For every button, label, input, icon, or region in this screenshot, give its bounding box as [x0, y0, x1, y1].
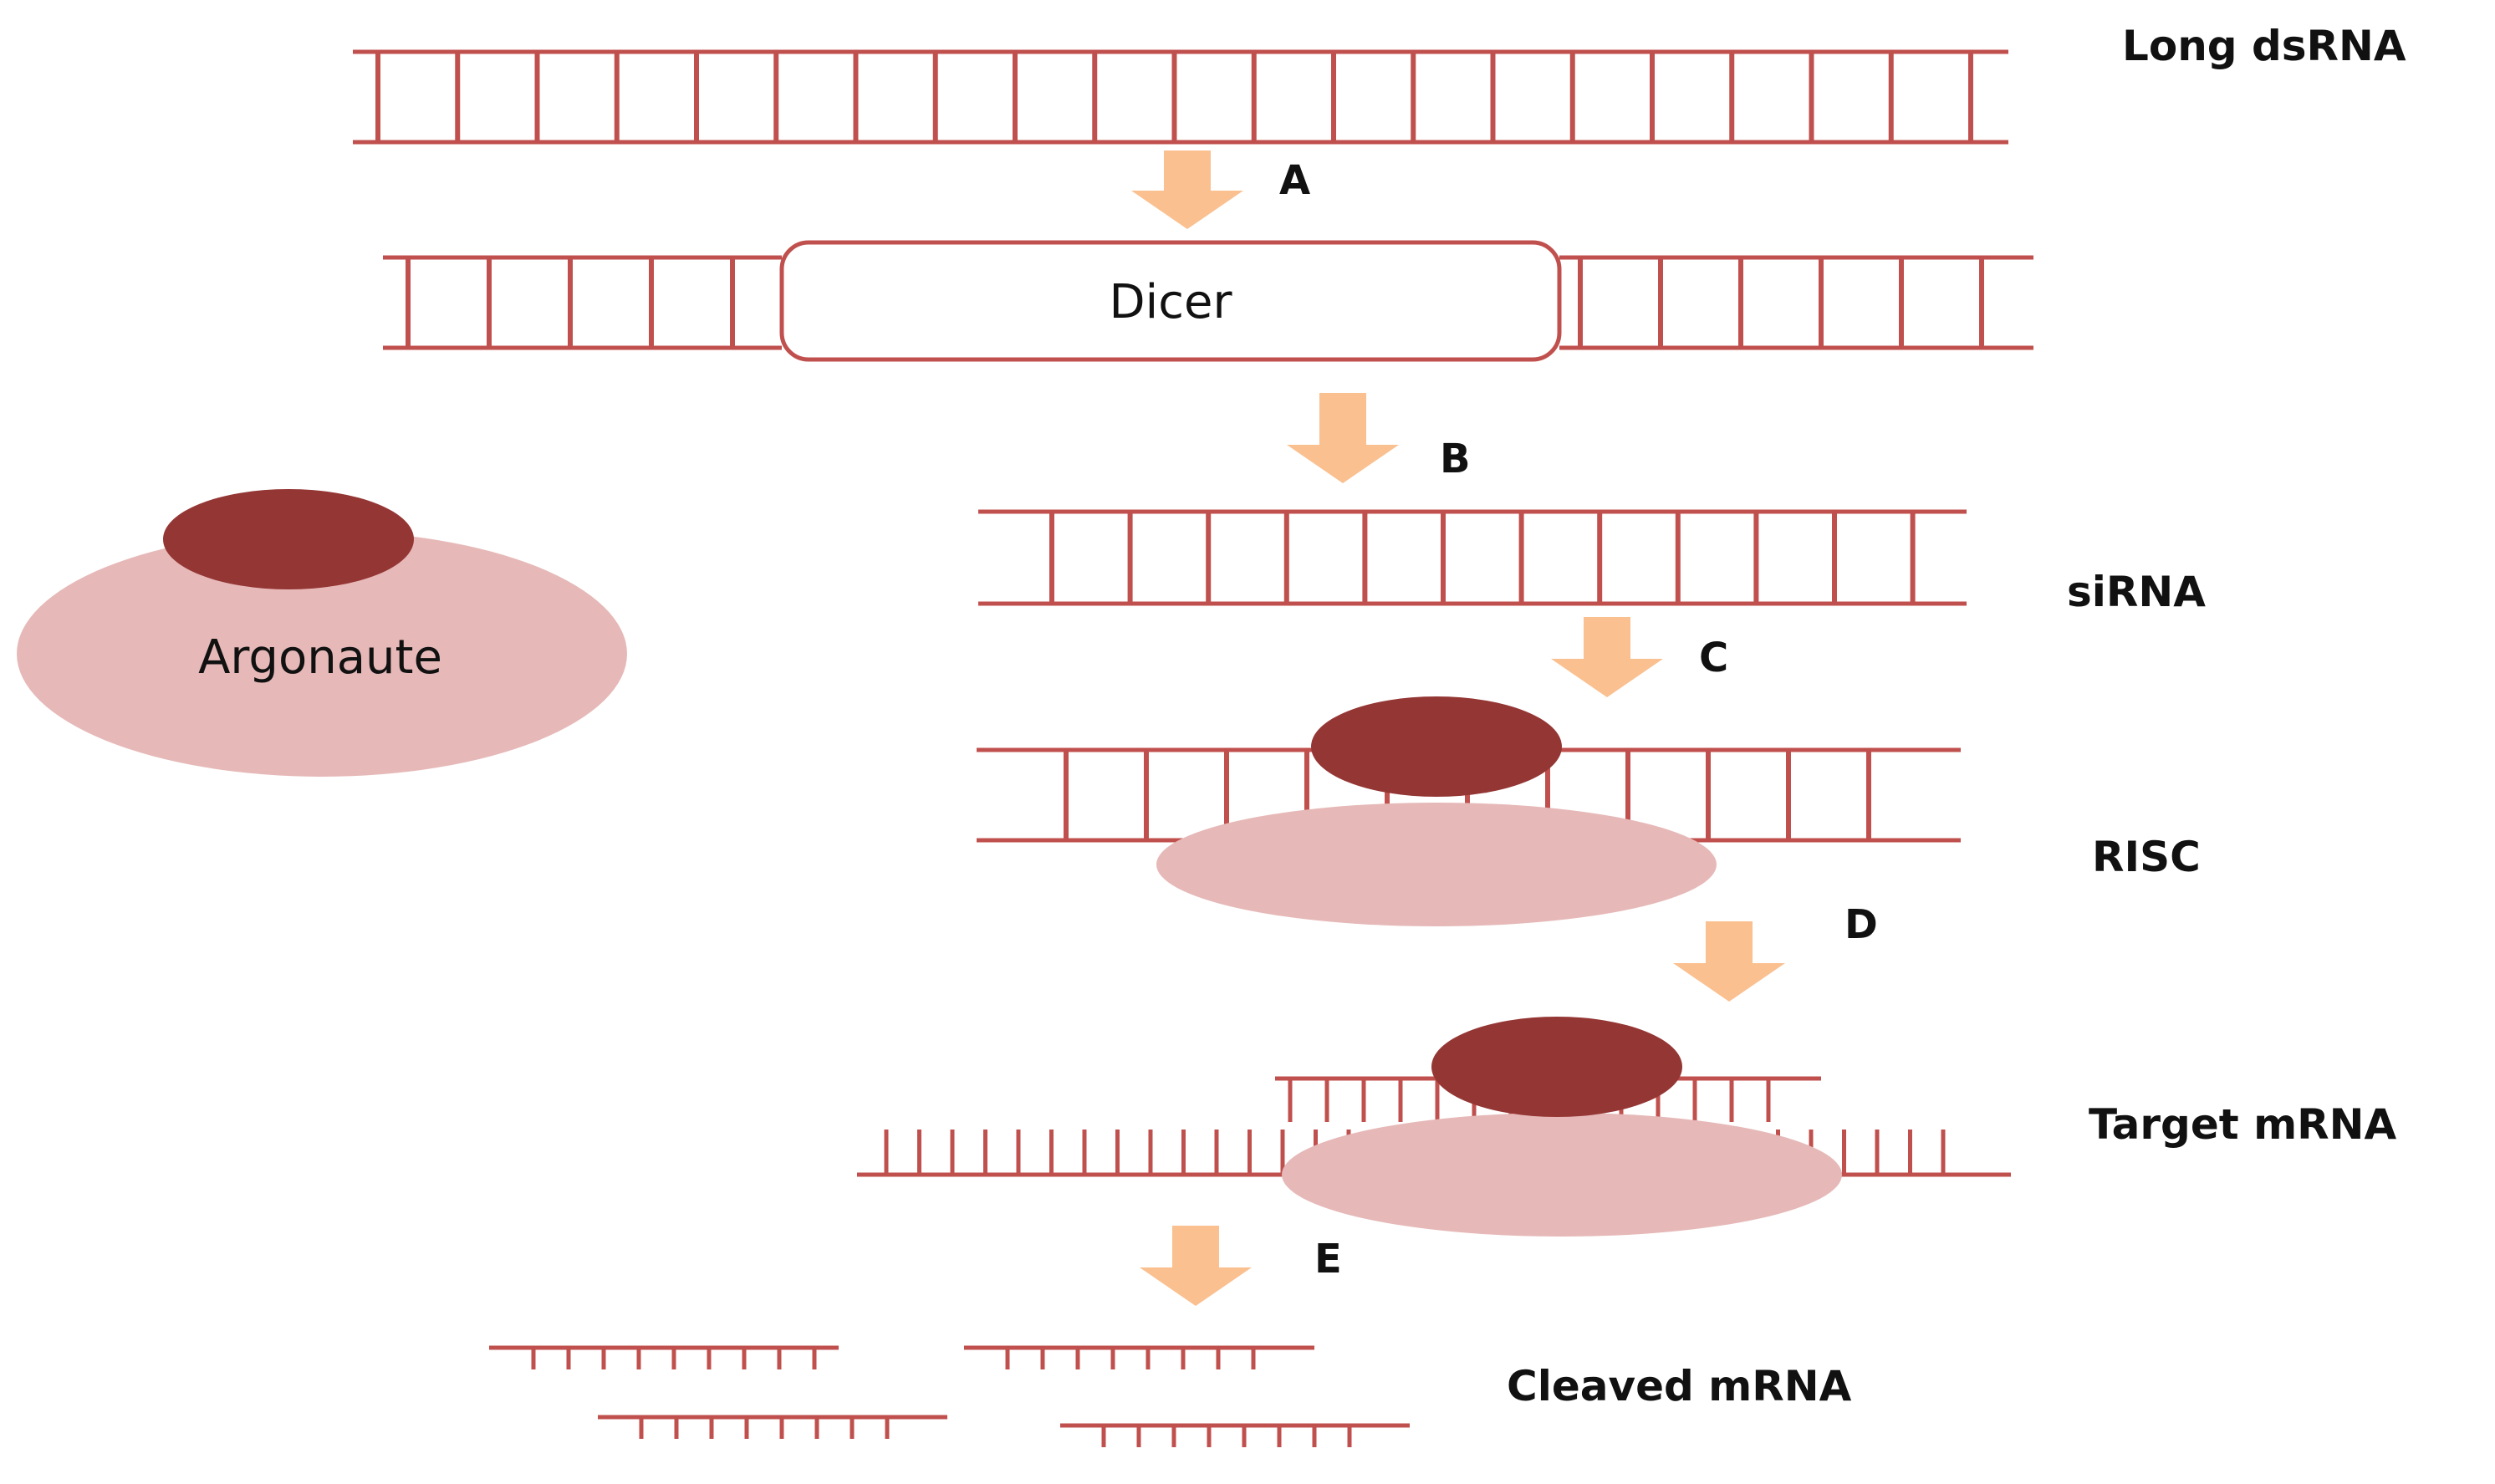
dicer-label: Dicer [1110, 275, 1233, 329]
label-long-dsrna: Long dsRNA [2122, 22, 2406, 70]
arrow-shape [1551, 617, 1663, 697]
label-risc: RISC [2092, 833, 2201, 881]
arrow-shape [1140, 1226, 1252, 1306]
dicer-box [779, 240, 1562, 362]
argonaute-head [163, 489, 414, 589]
arrow-step-d [1673, 921, 1785, 1002]
argonaute-label: Argonaute [198, 630, 442, 685]
argonaute-body [17, 531, 627, 777]
step-label-c: C [1699, 635, 1728, 681]
dicer-dsrna-right [1559, 255, 2033, 350]
long-dsrna-duplex [353, 49, 2008, 145]
step-label-d: D [1844, 901, 1878, 948]
arrow-shape [1673, 921, 1785, 1002]
step-label-b: B [1440, 436, 1471, 482]
step-label-a: A [1279, 157, 1310, 204]
label-sirna: siRNA [2067, 568, 2206, 616]
arrow-step-b [1287, 393, 1399, 483]
label-cleaved-mrna: Cleaved mRNA [1507, 1362, 1852, 1410]
sirna-duplex [978, 509, 1967, 606]
step-label-e: E [1314, 1236, 1342, 1283]
target-argonaute-body [1282, 1113, 1842, 1237]
target-argonaute-head [1431, 1017, 1682, 1117]
arrow-shape [1131, 150, 1243, 229]
arrow-shape [1287, 393, 1399, 483]
risc-argonaute-body [1156, 803, 1717, 926]
dicer-dsrna-left [383, 255, 782, 350]
arrow-step-c [1551, 617, 1663, 697]
risc-argonaute-head [1311, 696, 1562, 797]
arrow-step-a [1131, 150, 1243, 229]
arrow-step-e [1140, 1226, 1252, 1306]
label-target-mrna: Target mRNA [2089, 1100, 2397, 1149]
cleaved-mrna-fragments [489, 1345, 1410, 1447]
